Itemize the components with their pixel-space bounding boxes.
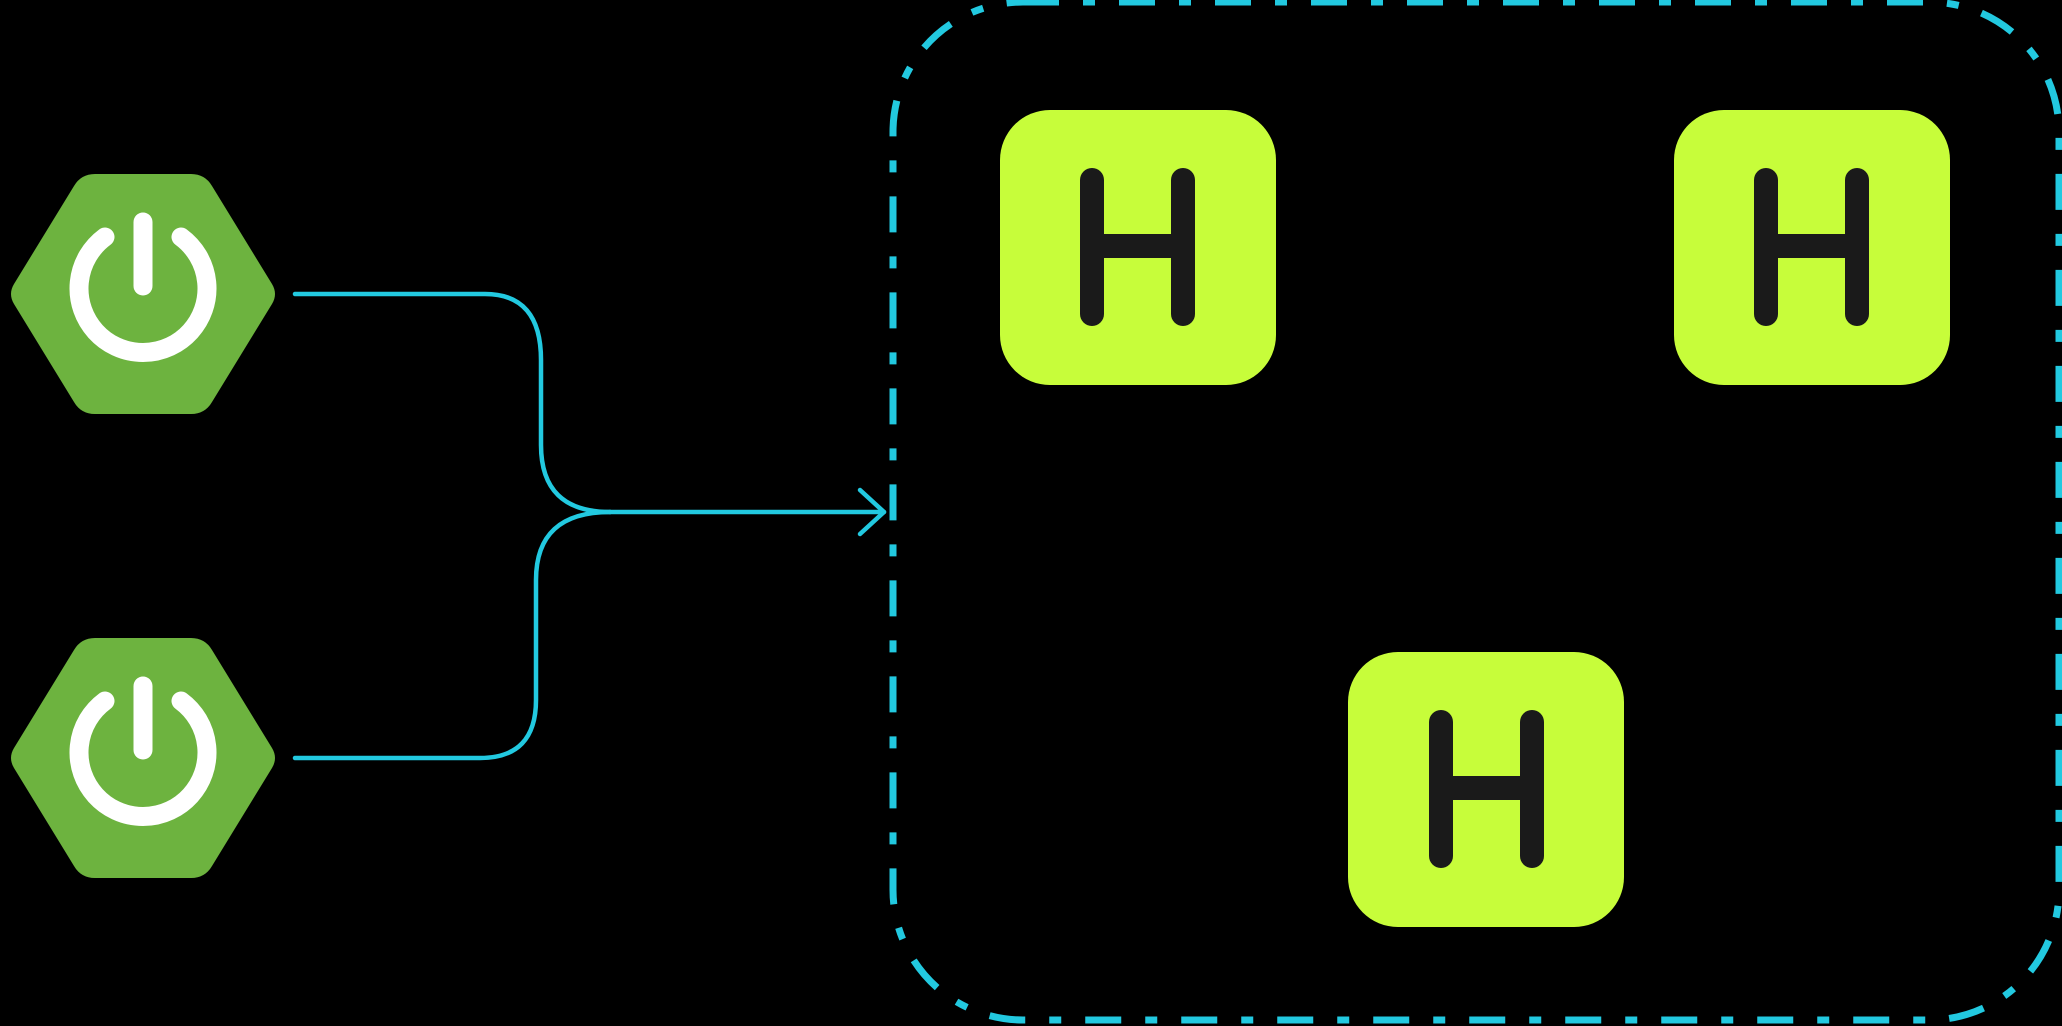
source-node-1[interactable] bbox=[11, 174, 275, 414]
cluster-node-3[interactable]: H bbox=[1348, 652, 1624, 927]
arrowhead-icon bbox=[857, 487, 887, 537]
power-icon bbox=[69, 676, 217, 826]
cluster-node-1[interactable]: H bbox=[1000, 110, 1276, 385]
h-letter-icon bbox=[1754, 168, 1869, 326]
source-node-2[interactable] bbox=[11, 638, 275, 878]
cluster-boundary bbox=[889, 0, 2062, 1024]
cluster-node-2[interactable]: H bbox=[1674, 110, 1950, 385]
h-letter-icon bbox=[1429, 710, 1544, 868]
edge-source-1-to-cluster bbox=[292, 291, 613, 515]
power-icon bbox=[69, 212, 217, 362]
h-letter-icon bbox=[1080, 168, 1195, 326]
connectors bbox=[292, 291, 887, 761]
edge-source-2-to-cluster bbox=[292, 509, 613, 761]
